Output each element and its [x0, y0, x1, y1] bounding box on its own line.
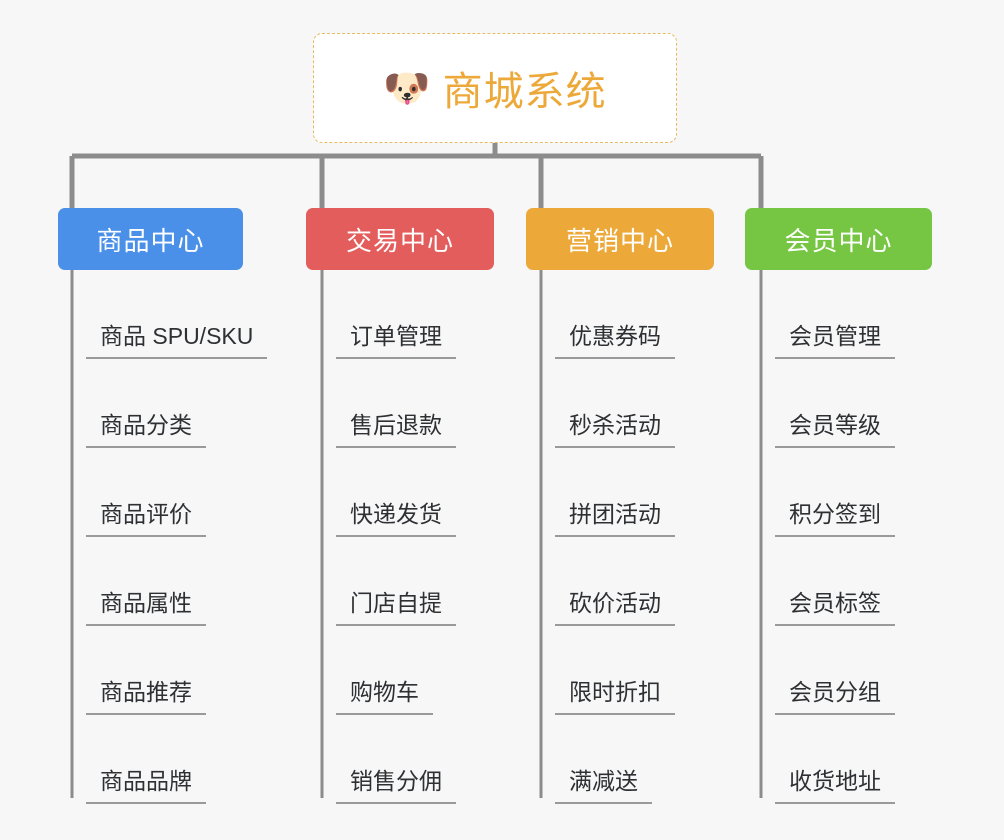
dog-face-icon: 🐶	[383, 68, 431, 110]
leaf-item-label: 秒杀活动	[555, 406, 675, 448]
leaf-item[interactable]: 门店自提	[322, 537, 456, 626]
branch-header-label: 营销中心	[565, 225, 674, 256]
leaf-item-label: 购物车	[336, 673, 433, 715]
leaf-item[interactable]: 优惠券码	[541, 270, 675, 359]
leaf-item-label: 会员标签	[775, 584, 895, 626]
leaf-list-marketing-center: 优惠券码秒杀活动拼团活动砍价活动限时折扣满减送	[541, 270, 675, 804]
leaf-item[interactable]: 商品 SPU/SKU	[72, 270, 268, 359]
leaf-item-label: 快递发货	[336, 495, 456, 537]
branch-header-member-center[interactable]: 会员中心	[745, 208, 932, 270]
leaf-list-member-center: 会员管理会员等级积分签到会员标签会员分组收货地址	[761, 270, 895, 804]
leaf-item-label: 商品评价	[86, 495, 206, 537]
leaf-item-label: 满减送	[555, 762, 652, 804]
root-title: 商城系统	[442, 70, 607, 114]
leaf-item[interactable]: 拼团活动	[541, 448, 675, 537]
leaf-item[interactable]: 快递发货	[322, 448, 456, 537]
leaf-item[interactable]: 会员标签	[761, 537, 895, 626]
leaf-item[interactable]: 销售分佣	[322, 715, 456, 804]
leaf-item[interactable]: 收货地址	[761, 715, 895, 804]
leaf-list-product-center: 商品 SPU/SKU 商品分类商品评价商品属性商品推荐商品品牌	[72, 270, 268, 804]
root-node[interactable]: 🐶 商城系统	[313, 33, 677, 143]
branch-header-marketing-center[interactable]: 营销中心	[526, 208, 714, 270]
leaf-item-label: 会员管理	[775, 317, 895, 359]
leaf-item-label: 收货地址	[775, 762, 895, 804]
leaf-item[interactable]: 商品分类	[72, 359, 253, 448]
branch-header-label: 交易中心	[345, 225, 454, 256]
leaf-item-label: 商品品牌	[86, 762, 206, 804]
leaf-item-label: 积分签到	[775, 495, 895, 537]
leaf-item[interactable]: 售后退款	[322, 359, 456, 448]
branch-header-label: 会员中心	[784, 225, 893, 256]
leaf-item[interactable]: 满减送	[541, 715, 661, 804]
leaf-item[interactable]: 会员管理	[761, 270, 895, 359]
leaf-item[interactable]: 限时折扣	[541, 626, 675, 715]
leaf-item-label: 商品属性	[86, 584, 206, 626]
leaf-item[interactable]: 秒杀活动	[541, 359, 675, 448]
leaf-item-label: 订单管理	[336, 317, 456, 359]
leaf-item-label: 商品 SPU/SKU	[86, 317, 268, 359]
leaf-item[interactable]: 砍价活动	[541, 537, 675, 626]
leaf-list-trade-center: 订单管理售后退款快递发货门店自提购物车销售分佣	[322, 270, 456, 804]
branch-header-label: 商品中心	[96, 225, 205, 256]
leaf-item[interactable]: 商品属性	[72, 537, 253, 626]
leaf-item[interactable]: 会员等级	[761, 359, 895, 448]
leaf-item[interactable]: 商品评价	[72, 448, 253, 537]
leaf-item-label: 砍价活动	[555, 584, 675, 626]
leaf-item-label: 商品推荐	[86, 673, 206, 715]
leaf-item[interactable]: 商品推荐	[72, 626, 253, 715]
branch-header-trade-center[interactable]: 交易中心	[306, 208, 494, 270]
leaf-item[interactable]: 购物车	[322, 626, 442, 715]
leaf-item-label: 拼团活动	[555, 495, 675, 537]
leaf-item-label: 售后退款	[336, 406, 456, 448]
leaf-item-label: 会员等级	[775, 406, 895, 448]
leaf-item-label: 商品分类	[86, 406, 206, 448]
leaf-item[interactable]: 积分签到	[761, 448, 895, 537]
leaf-item[interactable]: 商品品牌	[72, 715, 253, 804]
branch-header-product-center[interactable]: 商品中心	[58, 208, 243, 270]
leaf-item[interactable]: 会员分组	[761, 626, 895, 715]
leaf-item-label: 会员分组	[775, 673, 895, 715]
leaf-item[interactable]: 订单管理	[322, 270, 456, 359]
leaf-item-label: 门店自提	[336, 584, 456, 626]
leaf-item-label: 限时折扣	[555, 673, 675, 715]
leaf-item-label: 优惠券码	[555, 317, 675, 359]
leaf-item-label: 销售分佣	[336, 762, 456, 804]
